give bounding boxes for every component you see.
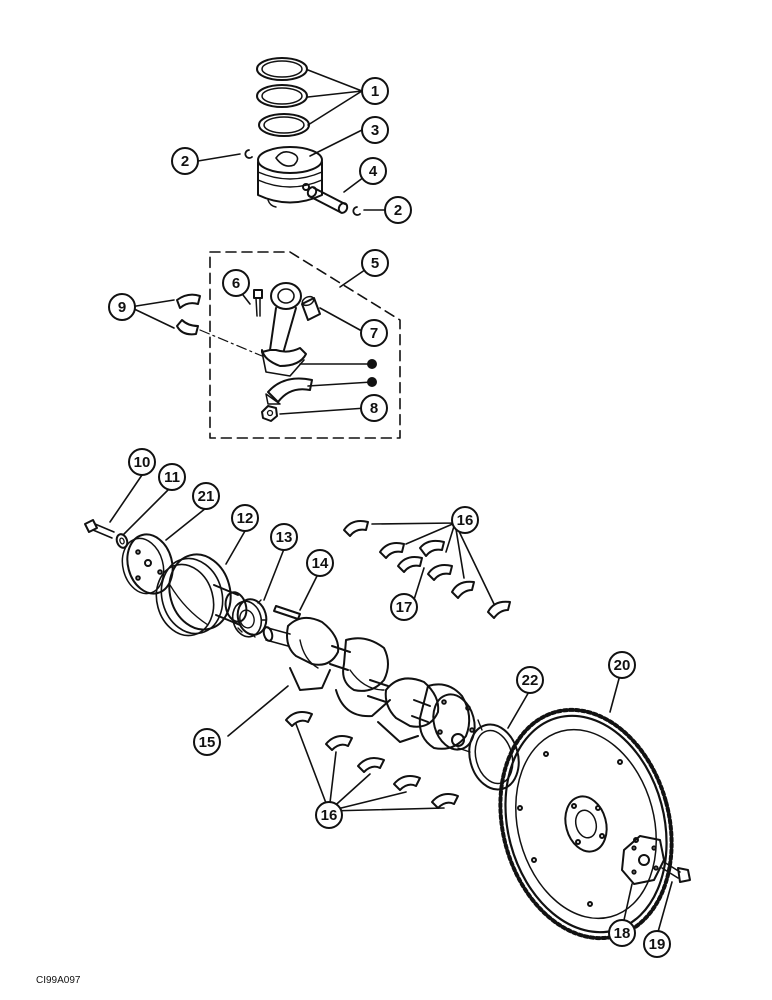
centerline xyxy=(199,329,263,357)
callout-7: 7 xyxy=(360,319,388,347)
callout-8: 8 xyxy=(360,394,388,422)
callout-15: 15 xyxy=(193,728,221,756)
crankshaft-pulley xyxy=(155,553,248,637)
svg-text:3: 3 xyxy=(371,122,379,139)
svg-text:22: 22 xyxy=(522,672,539,689)
svg-text:15: 15 xyxy=(199,734,216,751)
svg-text:7: 7 xyxy=(370,325,378,342)
conrod-cap xyxy=(265,377,313,405)
callout-12: 12 xyxy=(231,504,259,532)
svg-text:6: 6 xyxy=(232,275,240,292)
callout-11: 11 xyxy=(158,463,186,491)
svg-text:2: 2 xyxy=(181,153,189,170)
conrod-bolt xyxy=(253,289,263,317)
conrod-bearing-shells xyxy=(176,293,201,336)
svg-text:10: 10 xyxy=(134,454,151,471)
svg-text:11: 11 xyxy=(164,469,180,486)
crankshaft xyxy=(262,616,483,753)
snap-ring-right xyxy=(352,206,361,216)
svg-text:1: 1 xyxy=(371,83,379,100)
piston-rings xyxy=(256,57,310,137)
callout-14: 14 xyxy=(306,549,334,577)
svg-text:16: 16 xyxy=(457,512,474,529)
woodruff-key xyxy=(273,605,301,620)
callout-3: 3 xyxy=(361,116,389,144)
callout-6: 6 xyxy=(222,269,250,297)
pulley-washer xyxy=(115,533,129,549)
callout-5: 5 xyxy=(361,249,389,277)
svg-text:4: 4 xyxy=(369,163,378,180)
callout-13: 13 xyxy=(270,523,298,551)
main-bearing-shells-upper xyxy=(343,520,511,619)
callout-1: 1 xyxy=(361,77,389,105)
callout-9: 9 xyxy=(108,293,136,321)
svg-text:19: 19 xyxy=(649,936,666,953)
svg-text:12: 12 xyxy=(237,510,254,527)
svg-text:9: 9 xyxy=(118,299,126,316)
flywheel-plate xyxy=(621,835,665,885)
small-end-bush xyxy=(301,295,321,321)
svg-text:20: 20 xyxy=(614,657,631,674)
svg-text:13: 13 xyxy=(276,529,293,546)
svg-text:8: 8 xyxy=(370,400,378,417)
main-bearing-shells-lower xyxy=(285,711,459,809)
callout-bubbles: 1 3 2 4 2 5 6 9 7 8 10 11 21 12 13 14 16… xyxy=(108,77,671,958)
callout-2-right: 2 xyxy=(384,196,412,224)
callout-16-lower: 16 xyxy=(315,801,343,829)
snap-ring-left xyxy=(244,149,253,159)
svg-text:14: 14 xyxy=(312,555,329,572)
svg-text:18: 18 xyxy=(614,925,631,942)
piston-pin xyxy=(306,186,349,214)
timing-gear xyxy=(231,598,268,638)
svg-text:16: 16 xyxy=(321,807,338,824)
callout-4: 4 xyxy=(359,157,387,185)
conrod-assembly-box xyxy=(209,251,401,439)
callout-18: 18 xyxy=(608,919,636,947)
callout-2-left: 2 xyxy=(171,147,199,175)
callout-19: 19 xyxy=(643,930,671,958)
connecting-rod xyxy=(261,282,307,377)
svg-text:21: 21 xyxy=(198,488,215,505)
flywheel xyxy=(498,707,674,941)
svg-text:5: 5 xyxy=(371,255,379,272)
front-hub xyxy=(121,533,174,595)
callout-17: 17 xyxy=(390,593,418,621)
piston xyxy=(257,146,323,208)
pulley-bolt xyxy=(84,519,115,539)
callout-22: 22 xyxy=(516,666,544,694)
svg-text:17: 17 xyxy=(396,599,413,616)
callout-21: 21 xyxy=(192,482,220,510)
callout-10: 10 xyxy=(128,448,156,476)
conrod-nut xyxy=(261,405,278,422)
callout-16-upper: 16 xyxy=(451,506,479,534)
figure-code: CI99A097 xyxy=(36,975,81,986)
flywheel-bolt xyxy=(661,861,691,883)
svg-text:2: 2 xyxy=(394,202,402,219)
callout-20: 20 xyxy=(608,651,636,679)
